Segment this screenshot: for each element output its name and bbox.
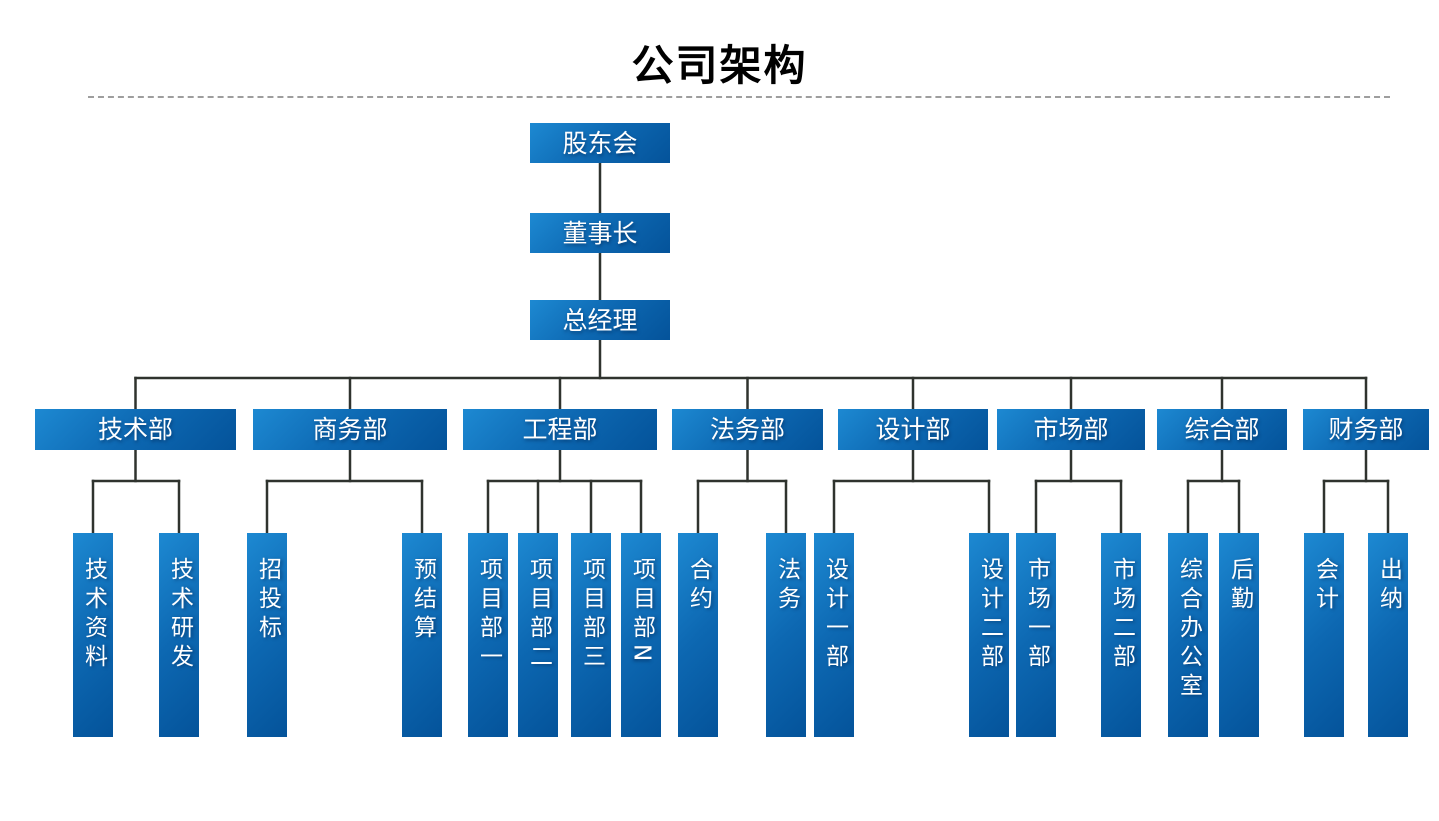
org-node-legal-affairs-label: 法务: [773, 557, 800, 615]
org-node-contracts-label: 合约: [685, 557, 712, 615]
org-node-chairman-label: 董事长: [562, 218, 638, 248]
org-node-legal-dept: 法务部: [672, 409, 823, 450]
org-node-project-dept-2: 项目部二: [518, 533, 558, 737]
org-node-project-dept-3-label: 项目部三: [578, 557, 605, 673]
org-node-engineering-dept: 工程部: [463, 409, 657, 450]
org-node-market-dept-2-label: 市场二部: [1108, 557, 1135, 673]
org-node-contracts: 合约: [678, 533, 718, 737]
org-node-general-office: 综合办公室: [1168, 533, 1208, 737]
org-node-project-dept-2-label: 项目部二: [525, 557, 552, 673]
org-node-engineering-dept-label: 工程部: [522, 415, 598, 444]
org-node-design-dept-2-label: 设计二部: [976, 557, 1003, 673]
org-node-tech-research-label: 技术研发: [166, 557, 193, 673]
org-node-budget-settlement: 预结算: [402, 533, 442, 737]
org-node-tech-documents-label: 技术资料: [80, 557, 107, 673]
org-node-marketing-dept: 市场部: [997, 409, 1145, 450]
org-node-project-dept-n: 项目部N: [621, 533, 661, 737]
org-node-general-office-label: 综合办公室: [1175, 557, 1202, 702]
org-node-legal-affairs: 法务: [766, 533, 806, 737]
org-node-project-dept-3: 项目部三: [571, 533, 611, 737]
org-node-bidding-label: 招投标: [254, 557, 281, 644]
org-node-business-dept: 商务部: [253, 409, 447, 450]
org-node-market-dept-1: 市场一部: [1016, 533, 1056, 737]
org-node-general-manager: 总经理: [530, 300, 670, 340]
org-node-cashier: 出纳: [1368, 533, 1408, 737]
org-node-technology-dept-label: 技术部: [97, 415, 173, 444]
org-node-design-dept: 设计部: [838, 409, 988, 450]
org-node-business-dept-label: 商务部: [312, 415, 388, 444]
org-node-general-affairs-dept-label: 综合部: [1184, 415, 1260, 444]
org-node-accounting-label: 会计: [1311, 557, 1338, 615]
org-node-market-dept-1-label: 市场一部: [1023, 557, 1050, 673]
org-node-technology-dept: 技术部: [35, 409, 236, 450]
page-title: 公司架构: [631, 41, 808, 90]
org-node-market-dept-2: 市场二部: [1101, 533, 1141, 737]
org-node-cashier-label: 出纳: [1375, 557, 1402, 615]
org-node-legal-dept-label: 法务部: [709, 415, 785, 444]
org-node-shareholders-meeting-label: 股东会: [562, 128, 638, 158]
org-node-bidding: 招投标: [247, 533, 287, 737]
title-divider: [88, 96, 1390, 98]
org-node-project-dept-1-label: 项目部一: [475, 557, 502, 673]
org-node-accounting: 会计: [1304, 533, 1344, 737]
org-node-shareholders-meeting: 股东会: [530, 123, 670, 163]
org-node-design-dept-label: 设计部: [875, 415, 951, 444]
org-node-project-dept-1: 项目部一: [468, 533, 508, 737]
org-node-marketing-dept-label: 市场部: [1033, 415, 1109, 444]
org-node-tech-documents: 技术资料: [73, 533, 113, 737]
org-node-design-dept-2: 设计二部: [969, 533, 1009, 737]
org-node-general-manager-label: 总经理: [562, 305, 638, 335]
org-node-general-affairs-dept: 综合部: [1157, 409, 1287, 450]
org-node-design-dept-1-label: 设计一部: [821, 557, 848, 673]
org-node-chairman: 董事长: [530, 213, 670, 253]
org-node-project-dept-n-label: 项目部N: [628, 557, 655, 668]
org-node-budget-settlement-label: 预结算: [409, 557, 436, 644]
org-node-tech-research: 技术研发: [159, 533, 199, 737]
org-node-finance-dept-label: 财务部: [1328, 415, 1404, 444]
org-node-design-dept-1: 设计一部: [814, 533, 854, 737]
org-node-finance-dept: 财务部: [1303, 409, 1429, 450]
org-node-logistics: 后勤: [1219, 533, 1259, 737]
org-node-logistics-label: 后勤: [1226, 557, 1253, 615]
